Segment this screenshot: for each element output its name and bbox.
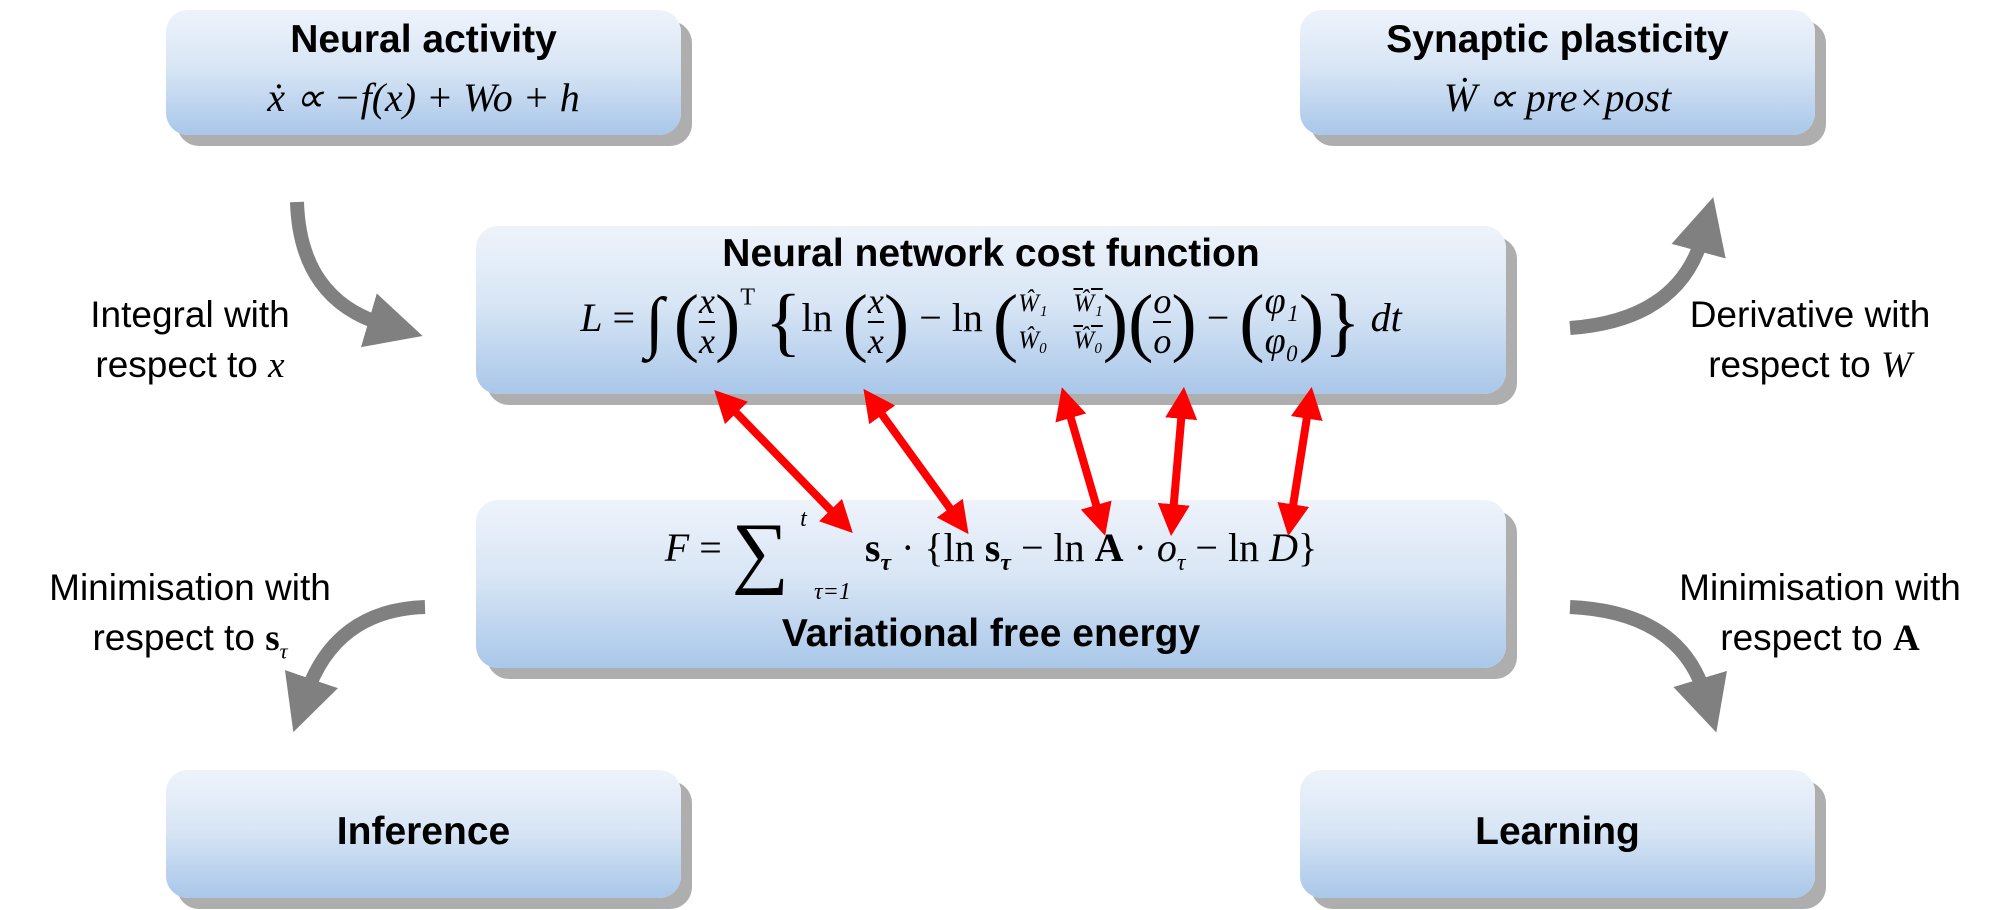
- correspondence-arrow: [1277, 386, 1323, 537]
- s-tau-2: sτ: [984, 525, 1011, 577]
- minimisation-A-flow-arrow: [1569, 600, 1727, 733]
- ln-2: ln: [951, 295, 983, 341]
- minimisation-s-flow-arrow: [284, 600, 426, 733]
- integral-label: Integral with respect to x: [90, 294, 290, 386]
- synaptic-plasticity-box: Synaptic plasticity Ẇ ∝ pre×post: [1300, 10, 1815, 135]
- derivative-flow-arrow: [1569, 197, 1726, 335]
- correspondence-arrow: [1157, 386, 1198, 537]
- eq-F: F: [664, 525, 690, 571]
- correspondence-arrow: [714, 389, 853, 534]
- correspondence-arrow: [1055, 387, 1112, 536]
- correspondence-arrow: [863, 388, 969, 535]
- eq-L: L: [580, 295, 603, 341]
- minimisation-s-label: Minimisation with respect to sτ: [49, 567, 331, 664]
- minimisation-A-label: Minimisation with respect to A: [1679, 567, 1961, 659]
- synaptic-plasticity-title: Synaptic plasticity: [1386, 18, 1729, 61]
- free-energy-equation: F = ∑ t τ=1 sτ · {ln sτ − ln A · oτ − ln…: [664, 506, 1318, 605]
- neural-activity-equation: ẋ ∝ −f(x) + Wo + h: [267, 75, 580, 120]
- neural-activity-box: Neural activity ẋ ∝ −f(x) + Wo + h: [166, 10, 681, 135]
- ln-1: ln: [801, 295, 833, 341]
- inference-box: Inference: [166, 770, 681, 898]
- learning-box: Learning: [1300, 770, 1815, 898]
- o-tau: oτ: [1156, 525, 1186, 577]
- neural-activity-title: Neural activity: [290, 18, 557, 61]
- derivative-label: Derivative with respect to W: [1689, 294, 1931, 386]
- minus-1: −: [919, 295, 942, 341]
- integral-flow-arrow: [290, 201, 423, 348]
- inference-title: Inference: [336, 810, 511, 853]
- s-tau-1: sτ: [864, 525, 892, 577]
- learning-title: Learning: [1475, 810, 1640, 853]
- minus-2: −: [1206, 295, 1230, 341]
- cost-function-title: Neural network cost function: [722, 232, 1260, 275]
- dt: dt: [1370, 295, 1402, 341]
- transpose-mark: T: [740, 284, 755, 311]
- synaptic-plasticity-equation: Ẇ ∝ pre×post: [1443, 75, 1672, 120]
- eq-equals-2: =: [699, 525, 722, 571]
- integral-sign: ∫: [645, 283, 664, 360]
- free-energy-box: F = ∑ t τ=1 sτ · {ln sτ − ln A · oτ − ln…: [476, 500, 1506, 668]
- free-energy-title: Variational free energy: [781, 612, 1201, 655]
- eq-equals: =: [612, 295, 636, 341]
